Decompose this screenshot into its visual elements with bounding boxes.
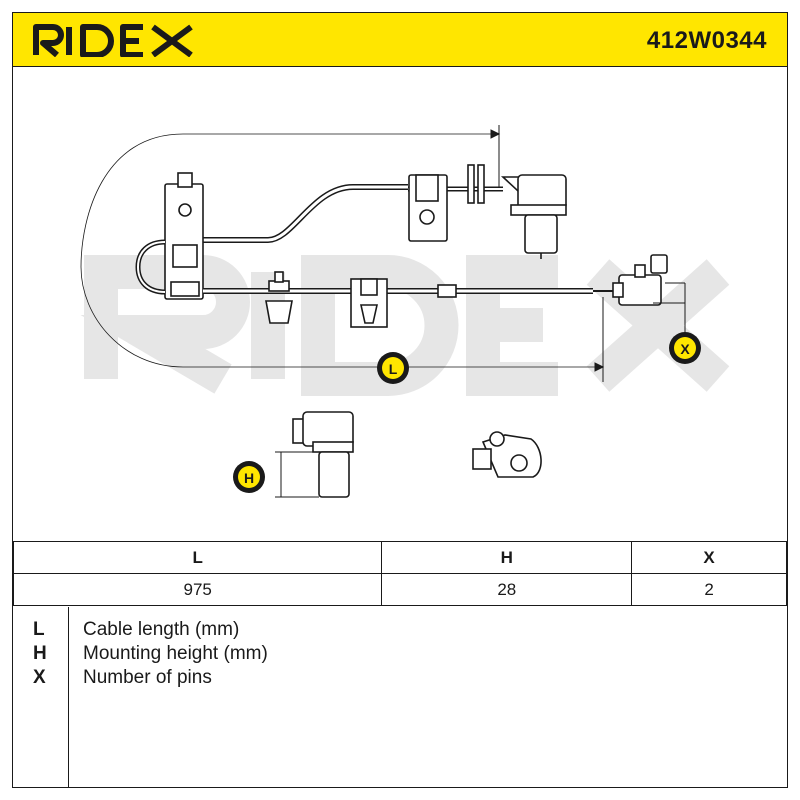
legend-key: X — [33, 667, 46, 688]
spec-header-x: X — [631, 541, 787, 574]
legend-row: L Cable length (mm) — [13, 619, 787, 643]
svg-text:X: X — [680, 341, 690, 357]
dimension-marker-x: X — [669, 332, 701, 364]
legend-key: H — [33, 643, 47, 664]
spec-header-h: H — [381, 541, 633, 574]
header-bar: 412W0344 — [13, 13, 787, 67]
spec-value-x: 2 — [631, 573, 787, 606]
part-number: 412W0344 — [646, 27, 767, 54]
svg-text:H: H — [244, 470, 254, 486]
legend: L Cable length (mm) H Mounting height (m… — [13, 607, 787, 787]
legend-description: Number of pins — [83, 667, 212, 688]
svg-text:L: L — [389, 361, 398, 377]
legend-row: X Number of pins — [13, 667, 787, 691]
legend-divider — [68, 607, 69, 787]
legend-key: L — [33, 619, 45, 640]
spec-value-l: 975 — [12, 573, 383, 606]
spec-value-h: 28 — [381, 573, 633, 606]
spec-value-row: 975 28 2 — [12, 573, 787, 606]
page-frame — [12, 12, 788, 788]
legend-description: Mounting height (mm) — [83, 643, 268, 664]
legend-row: H Mounting height (mm) — [13, 643, 787, 667]
dimension-marker-l: L — [377, 352, 409, 384]
spec-header-row: L H X — [12, 541, 787, 574]
dimension-marker-h: H — [233, 461, 265, 493]
spec-header-l: L — [12, 541, 383, 574]
ridex-logo — [33, 24, 193, 57]
sensor-diagram: L X H — [80, 125, 730, 498]
spec-table: L H X 975 28 2 — [12, 541, 787, 606]
legend-description: Cable length (mm) — [83, 619, 240, 640]
ridex-watermark — [80, 255, 730, 396]
